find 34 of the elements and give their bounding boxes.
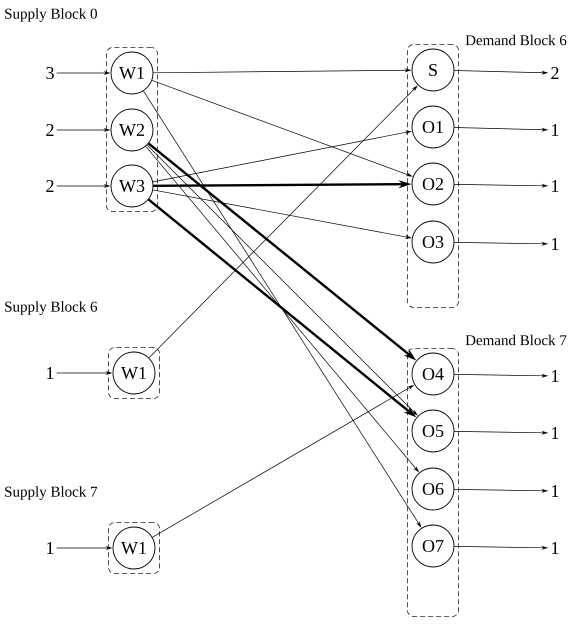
quantity-label: 1: [47, 367, 54, 379]
group-heading: Demand Block 6: [466, 34, 566, 46]
group-heading: Supply Block 0: [5, 8, 97, 22]
circle-node: O2: [412, 162, 454, 206]
circle-node: O1: [412, 106, 454, 148]
quantity-label: 1: [552, 238, 558, 250]
quantity-label: 1: [552, 542, 558, 554]
group-box: [407, 348, 459, 617]
quantity-label: 1: [552, 124, 558, 136]
circle-node: W2: [110, 108, 154, 152]
circle-node: O6: [412, 468, 454, 510]
circle-node: W3: [110, 164, 154, 208]
quantity-label: 1: [552, 427, 558, 439]
quantity-label: 2: [551, 67, 559, 79]
circle-node: W1: [112, 352, 156, 394]
quantity-label: 3: [46, 66, 54, 80]
quantity-label: 2: [46, 180, 54, 192]
quantity-label: 2: [46, 124, 54, 136]
circle-node: S: [412, 48, 454, 92]
group-heading: Demand Block 7: [466, 334, 566, 346]
quantity-label: 1: [552, 370, 558, 382]
circle-node: O5: [412, 410, 454, 452]
quantity-label: 1: [552, 180, 558, 192]
group-box: [407, 44, 459, 308]
circle-node: O7: [412, 524, 454, 568]
circle-node: W1: [110, 52, 154, 94]
circle-node: W1: [112, 526, 156, 570]
group-heading: Supply Block 6: [5, 301, 98, 315]
circle-node: O3: [412, 220, 454, 264]
quantity-label: 1: [47, 542, 54, 554]
group-heading: Supply Block 7: [5, 486, 98, 500]
quantity-label: 1: [552, 485, 558, 497]
circle-node: O4: [412, 352, 454, 396]
group-box: [106, 47, 158, 212]
